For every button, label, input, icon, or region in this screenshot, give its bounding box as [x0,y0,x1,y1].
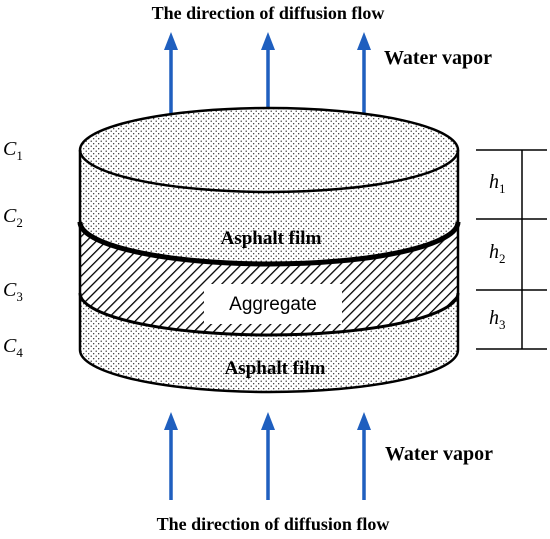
lower-asphalt-film-label: Asphalt film [225,358,326,379]
aggregate-label: Aggregate [229,294,317,315]
bottom-arrow-right [357,412,371,500]
aggregate-label-box [204,284,342,324]
bottom-arrow-center [261,412,275,500]
h3-label-bg [485,302,517,336]
top-arrow-left [164,32,178,126]
concentration-c2-label: C2 [3,205,23,230]
thickness-h1-label: h1 [489,171,506,196]
concentration-c1-label: C1 [3,138,23,163]
bottom-water-vapor-label: Water vapor [385,443,493,465]
top-flow-direction-label: The direction of diffusion flow [152,3,385,23]
upper-asphalt-film-label: Asphalt film [221,228,322,249]
bottom-flow-direction-label: The direction of diffusion flow [157,514,390,534]
bottom-arrows [164,412,371,500]
concentration-c3-label: C3 [3,279,23,304]
top-water-vapor-label: Water vapor [384,47,492,69]
cylinder-stack: Asphalt film Aggregate Asphalt film [77,106,461,394]
bottom-outline [78,349,460,394]
h2-label-bg [485,236,517,270]
boundary-aggregate-film [78,292,460,337]
h1-label-bg [485,166,517,200]
concentration-c4-label: C4 [3,335,23,360]
thickness-h3-label: h3 [489,307,506,332]
boundary-film-aggregate [77,221,461,267]
thickness-h2-label: h2 [489,241,506,266]
thickness-dimensions: h1 h2 h3 [476,149,547,350]
top-surface [78,106,460,194]
concentration-labels: C1 C2 C3 C4 [3,138,23,360]
bottom-arrow-left [164,412,178,500]
